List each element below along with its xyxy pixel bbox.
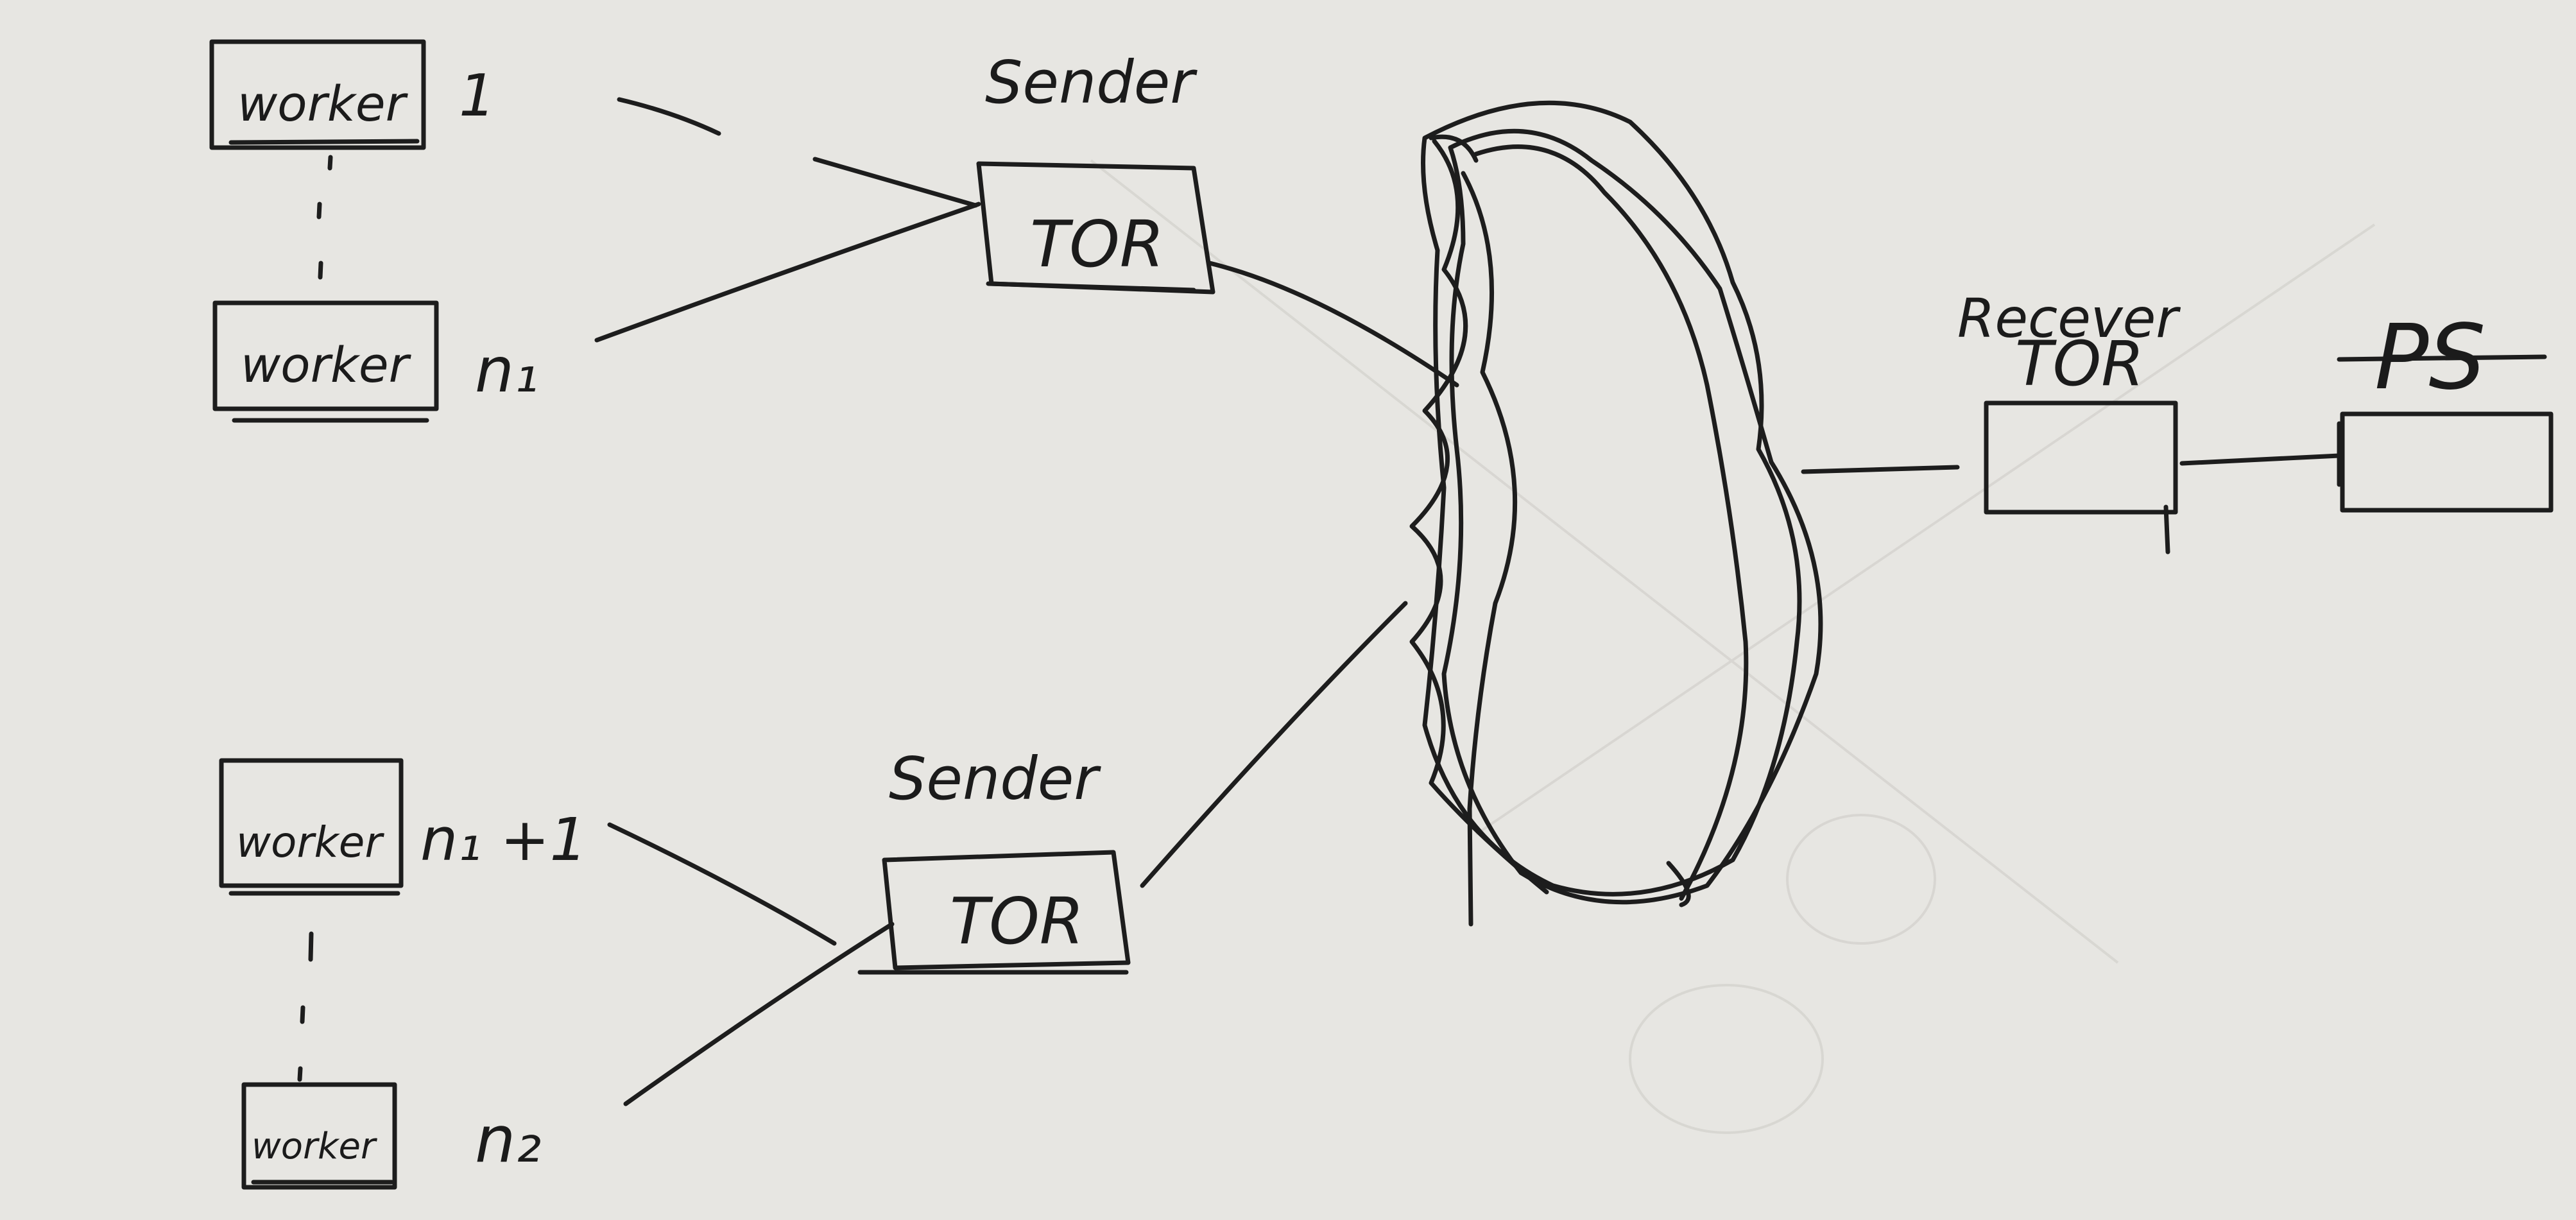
worker-ellipsis-bottom: [297, 931, 314, 1082]
link-sender-bottom-to-network: [1140, 601, 1408, 888]
worker-box-n1: worker: [212, 300, 439, 423]
parameter-server: PS: [2337, 305, 2554, 513]
link-sender-top-to-network: [1207, 261, 1459, 388]
link-network-to-receiver: [1801, 465, 1960, 474]
sender-top-caption: Sender: [985, 48, 1198, 117]
worker-index-n2: n₂: [475, 1102, 541, 1177]
sender-bottom-tor-label: TOR: [950, 884, 1084, 959]
link-receiver-to-ps: [2179, 453, 2342, 466]
worker-box-1-label: worker: [237, 75, 409, 132]
worker-ellipsis-top: [316, 155, 333, 280]
receiver-tor-label: TOR: [2015, 328, 2144, 400]
worker-index-n1: n₁: [475, 334, 538, 406]
bottom-worker-links: [607, 822, 895, 1106]
worker-box-n1-plus-1: worker: [219, 758, 404, 896]
sender-bottom-tor: TOR: [857, 850, 1131, 975]
worker-box-n1-plus-1-label: worker: [236, 818, 384, 867]
worker-box-n2-label: worker: [252, 1126, 377, 1167]
worker-index-n1-plus-1: n₁ +1: [420, 805, 587, 874]
receiver-tor: TOR: [1984, 328, 2178, 554]
worker-box-1: worker: [209, 39, 426, 150]
paper-background-marks: [1090, 159, 2376, 1134]
sender-top-tor: TOR: [976, 161, 1215, 295]
sender-top-tor-label: TOR: [1030, 207, 1164, 282]
top-worker-links: [594, 97, 981, 343]
receiver-caption: Recever: [1957, 287, 2181, 350]
sender-bottom-caption: Sender: [889, 744, 1101, 813]
worker-box-n1-label: worker: [241, 336, 412, 393]
worker-box-n2: worker: [241, 1082, 397, 1190]
worker-index-1: 1: [459, 62, 495, 130]
parameter-server-label: PS: [2374, 305, 2486, 410]
network-cloud: [1409, 100, 1823, 927]
